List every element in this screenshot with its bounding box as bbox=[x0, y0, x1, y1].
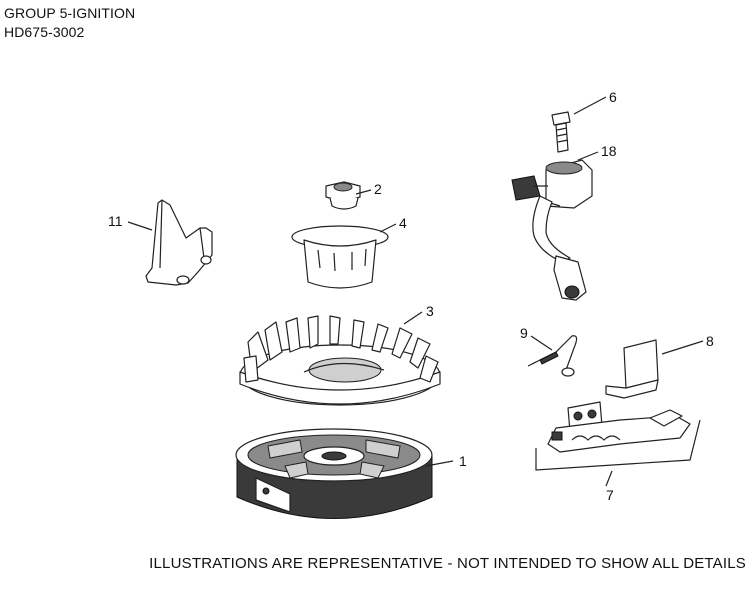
callout-numbers: 1 2 3 4 6 7 8 9 11 18 bbox=[108, 89, 714, 503]
callout-3: 3 bbox=[426, 303, 434, 319]
part-9-wire-clip[interactable] bbox=[527, 335, 578, 377]
leader-1 bbox=[425, 460, 454, 467]
callout-1: 1 bbox=[459, 453, 467, 469]
leader-6 bbox=[573, 96, 607, 115]
part-3-fan[interactable] bbox=[239, 315, 441, 406]
leader-4 bbox=[379, 223, 397, 233]
part-2-nut[interactable] bbox=[325, 181, 361, 210]
part-4-cup[interactable] bbox=[291, 225, 389, 289]
callout-11: 11 bbox=[108, 213, 123, 229]
leader-2 bbox=[355, 189, 372, 195]
leader-3 bbox=[403, 311, 423, 325]
leader-18 bbox=[577, 151, 599, 161]
callout-2: 2 bbox=[374, 181, 382, 197]
callout-8: 8 bbox=[706, 333, 714, 349]
part-8-plate[interactable] bbox=[605, 339, 659, 399]
leader-8 bbox=[661, 340, 704, 355]
model-number: HD675-3002 bbox=[4, 24, 85, 40]
leader-9 bbox=[530, 335, 553, 351]
callout-7: 7 bbox=[606, 487, 614, 503]
part-11-bracket[interactable] bbox=[145, 199, 213, 286]
callout-18: 18 bbox=[601, 143, 617, 159]
part-18-ignition-coil[interactable] bbox=[511, 159, 593, 301]
callout-9: 9 bbox=[520, 325, 528, 341]
part-6-bolt[interactable] bbox=[551, 111, 571, 153]
leader-lines bbox=[127, 96, 704, 487]
disclaimer-text: ILLUSTRATIONS ARE REPRESENTATIVE - NOT I… bbox=[149, 555, 746, 572]
part-1-flywheel[interactable] bbox=[235, 428, 433, 519]
leader-11 bbox=[127, 221, 153, 231]
callout-4: 4 bbox=[399, 215, 407, 231]
group-title: GROUP 5-IGNITION bbox=[4, 5, 136, 21]
callout-6: 6 bbox=[609, 89, 617, 105]
leader-7 bbox=[605, 470, 613, 487]
part-7-switch-assembly[interactable] bbox=[535, 401, 701, 471]
